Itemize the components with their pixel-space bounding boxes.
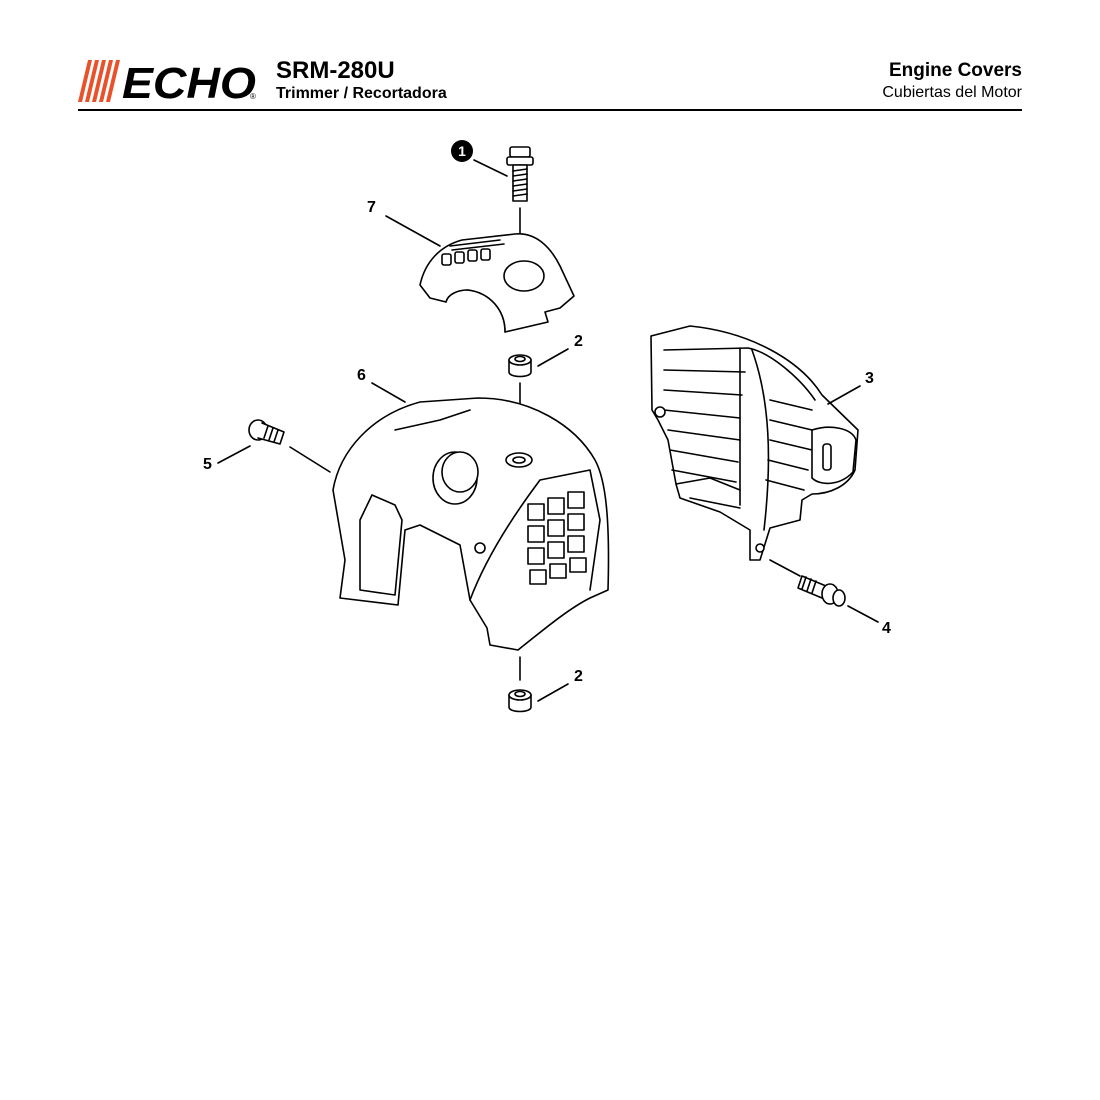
model-number: SRM-280U	[276, 57, 395, 84]
callout-7: 7	[367, 199, 376, 216]
header-divider	[78, 109, 1022, 111]
part-2-grommet-upper	[508, 354, 532, 378]
part-5-screw	[248, 419, 285, 445]
callout-3: 3	[865, 370, 874, 387]
callout-2-upper: 2	[574, 333, 583, 350]
part-2-grommet-lower	[508, 689, 532, 713]
callout-4: 4	[882, 620, 891, 637]
echo-logo: ECHO	[78, 60, 256, 102]
registered-mark: ®	[250, 92, 256, 101]
part-6-engine-cover	[332, 397, 610, 651]
callout-5: 5	[203, 456, 212, 473]
section-title-spanish: Cubiertas del Motor	[882, 84, 1022, 101]
callout-2-lower: 2	[574, 668, 583, 685]
callout-1: 1	[451, 140, 473, 162]
product-name: Trimmer / Recortadora	[276, 85, 447, 102]
part-3-engine-shroud	[650, 325, 859, 561]
section-title-english: Engine Covers	[888, 60, 1022, 81]
callout-6: 6	[357, 367, 366, 384]
part-7-top-cover	[419, 233, 575, 333]
part-4-bolt	[797, 575, 846, 607]
part-1-bolt	[506, 146, 534, 202]
svg-text:ECHO: ECHO	[122, 60, 256, 102]
